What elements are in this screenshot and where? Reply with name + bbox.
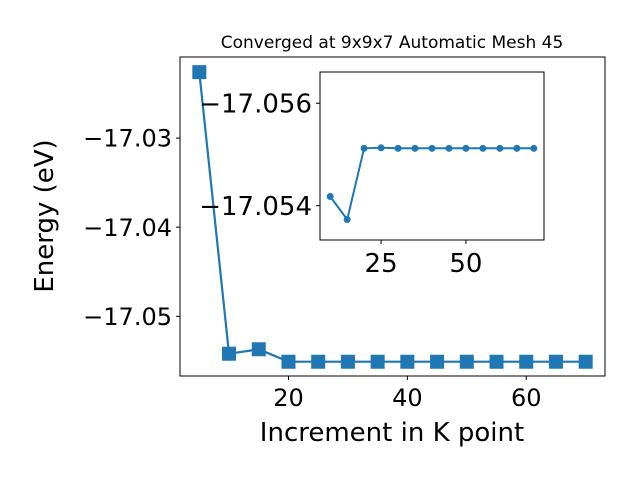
main-data-point [222, 346, 237, 361]
inset-data-point [513, 144, 521, 152]
inset-data-point [462, 144, 470, 152]
main-x-tick-label: 40 [392, 384, 423, 412]
inset-series [326, 144, 538, 224]
chart-title: Converged at 9x9x7 Automatic Mesh 45 [221, 33, 564, 53]
inset-x-tick-label: 25 [365, 249, 398, 279]
main-data-point [578, 354, 593, 369]
main-data-point [370, 354, 385, 369]
inset-data-point [411, 144, 419, 152]
main-axes: 20 40 60 −17.03 −17.04 −17.05 Converged at 9… [30, 33, 606, 448]
inset-data-point [377, 144, 385, 152]
main-data-point [519, 354, 534, 369]
inset-x-tick-label: 50 [449, 249, 482, 279]
inset-axes-frame [319, 71, 545, 241]
inset-background [320, 72, 544, 240]
inset-data-point [326, 192, 334, 200]
main-data-point [400, 354, 415, 369]
main-x-ticks: 20 40 60 [273, 376, 542, 412]
main-data-point [311, 354, 326, 369]
inset-data-point [360, 144, 368, 152]
inset-data-point [530, 144, 538, 152]
main-data-point [340, 354, 355, 369]
y-axis-label: Energy (eV) [30, 139, 60, 292]
main-x-tick-label: 20 [273, 384, 304, 412]
inset-data-point [445, 144, 453, 152]
main-x-tick-label: 60 [511, 384, 542, 412]
inset-data-point [479, 144, 487, 152]
x-axis-label: Increment in K point [260, 418, 524, 448]
inset-y-ticks: −17.056 −17.054 [199, 90, 320, 222]
inset-y-tick-label: −17.054 [199, 192, 312, 222]
inset-x-ticks: 25 50 [365, 240, 482, 279]
main-data-point [281, 354, 296, 369]
inset-data-point [394, 144, 402, 152]
inset-data-point [496, 144, 504, 152]
inset-data-point [343, 216, 351, 224]
main-axes-frame [179, 56, 606, 377]
main-y-tick-label: −17.04 [83, 214, 172, 242]
main-data-point [548, 354, 563, 369]
main-series [192, 65, 593, 369]
inset-axes: 25 50 −17.056 −17.054 [199, 71, 545, 279]
inset-data-point [428, 144, 436, 152]
main-y-tick-label: −17.05 [83, 303, 172, 331]
main-data-point [430, 354, 445, 369]
main-data-point [192, 65, 207, 80]
main-y-ticks: −17.03 −17.04 −17.05 [83, 125, 180, 331]
main-data-point [251, 342, 266, 357]
main-data-point [459, 354, 474, 369]
inset-y-tick-label: −17.056 [199, 90, 312, 120]
main-y-tick-label: −17.03 [83, 125, 172, 153]
main-data-point [489, 354, 504, 369]
